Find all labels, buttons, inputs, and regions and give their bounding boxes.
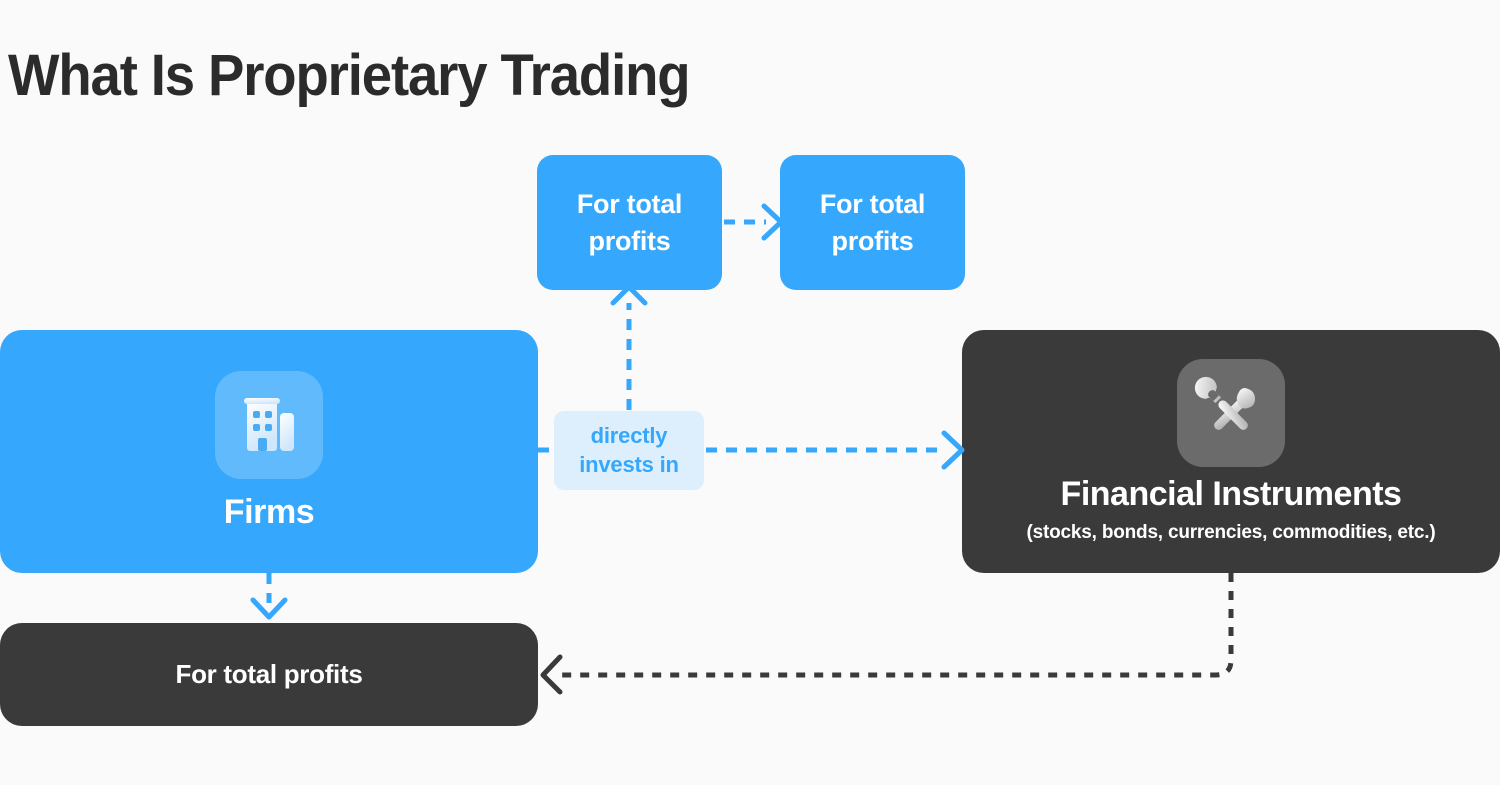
office-building-icon <box>215 371 323 479</box>
edge-label-directly-invests-in: directly invests in <box>554 411 704 490</box>
node-profits-top-left-label: For total profits <box>576 189 683 256</box>
edge-instruments-to-profits-bottom <box>540 573 1234 695</box>
node-profits-top-left[interactable]: For total profits <box>537 155 722 290</box>
edge-label-to-instruments <box>706 430 965 470</box>
edge-top-left-to-top-right <box>724 203 784 241</box>
node-firms-label: Firms <box>223 493 315 531</box>
edge-label-up-to-top-left <box>610 284 648 410</box>
node-profits-bottom-label: For total profits <box>175 659 363 689</box>
node-financial-instruments-sublabel: (stocks, bonds, currencies, commodities,… <box>1026 522 1436 543</box>
tools-wrench-screwdriver-icon <box>1177 359 1285 467</box>
node-profits-top-right[interactable]: For total profits <box>780 155 965 290</box>
node-financial-instruments[interactable]: Financial Instruments (stocks, bonds, cu… <box>962 330 1500 573</box>
node-profits-top-right-label: For total profits <box>819 189 926 256</box>
node-profits-bottom[interactable]: For total profits <box>0 623 538 726</box>
node-firms[interactable]: Firms <box>0 330 538 573</box>
page-title: What Is Proprietary Trading <box>8 43 691 108</box>
node-financial-instruments-label: Financial Instruments <box>1060 475 1402 513</box>
edge-firms-to-profits-bottom <box>250 573 288 620</box>
